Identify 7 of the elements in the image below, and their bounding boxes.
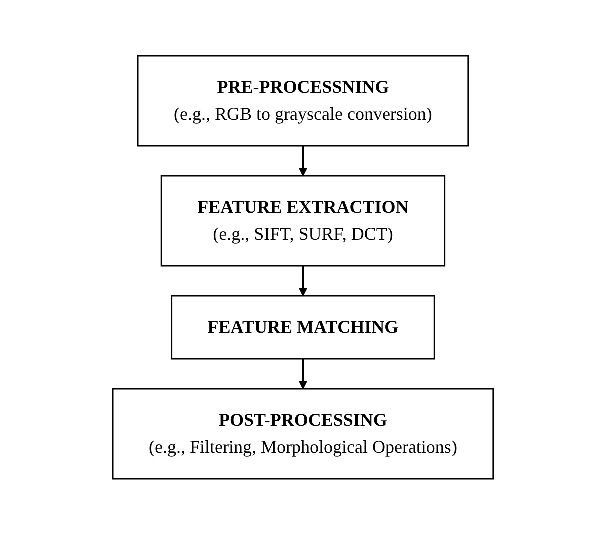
node-box: FEATURE MATCHING	[171, 295, 436, 360]
node-box: FEATURE EXTRACTION (e.g., SIFT, SURF, DCT)	[161, 175, 446, 267]
arrow	[299, 359, 308, 390]
node-box: PRE-PROCESSNING (e.g., RGB to grayscale conversion)	[138, 55, 470, 147]
node-box: POST-PROCESSING (e.g., Filtering, Morphological Operations)	[112, 388, 494, 480]
arrow	[299, 266, 308, 296]
arrow	[299, 146, 308, 176]
